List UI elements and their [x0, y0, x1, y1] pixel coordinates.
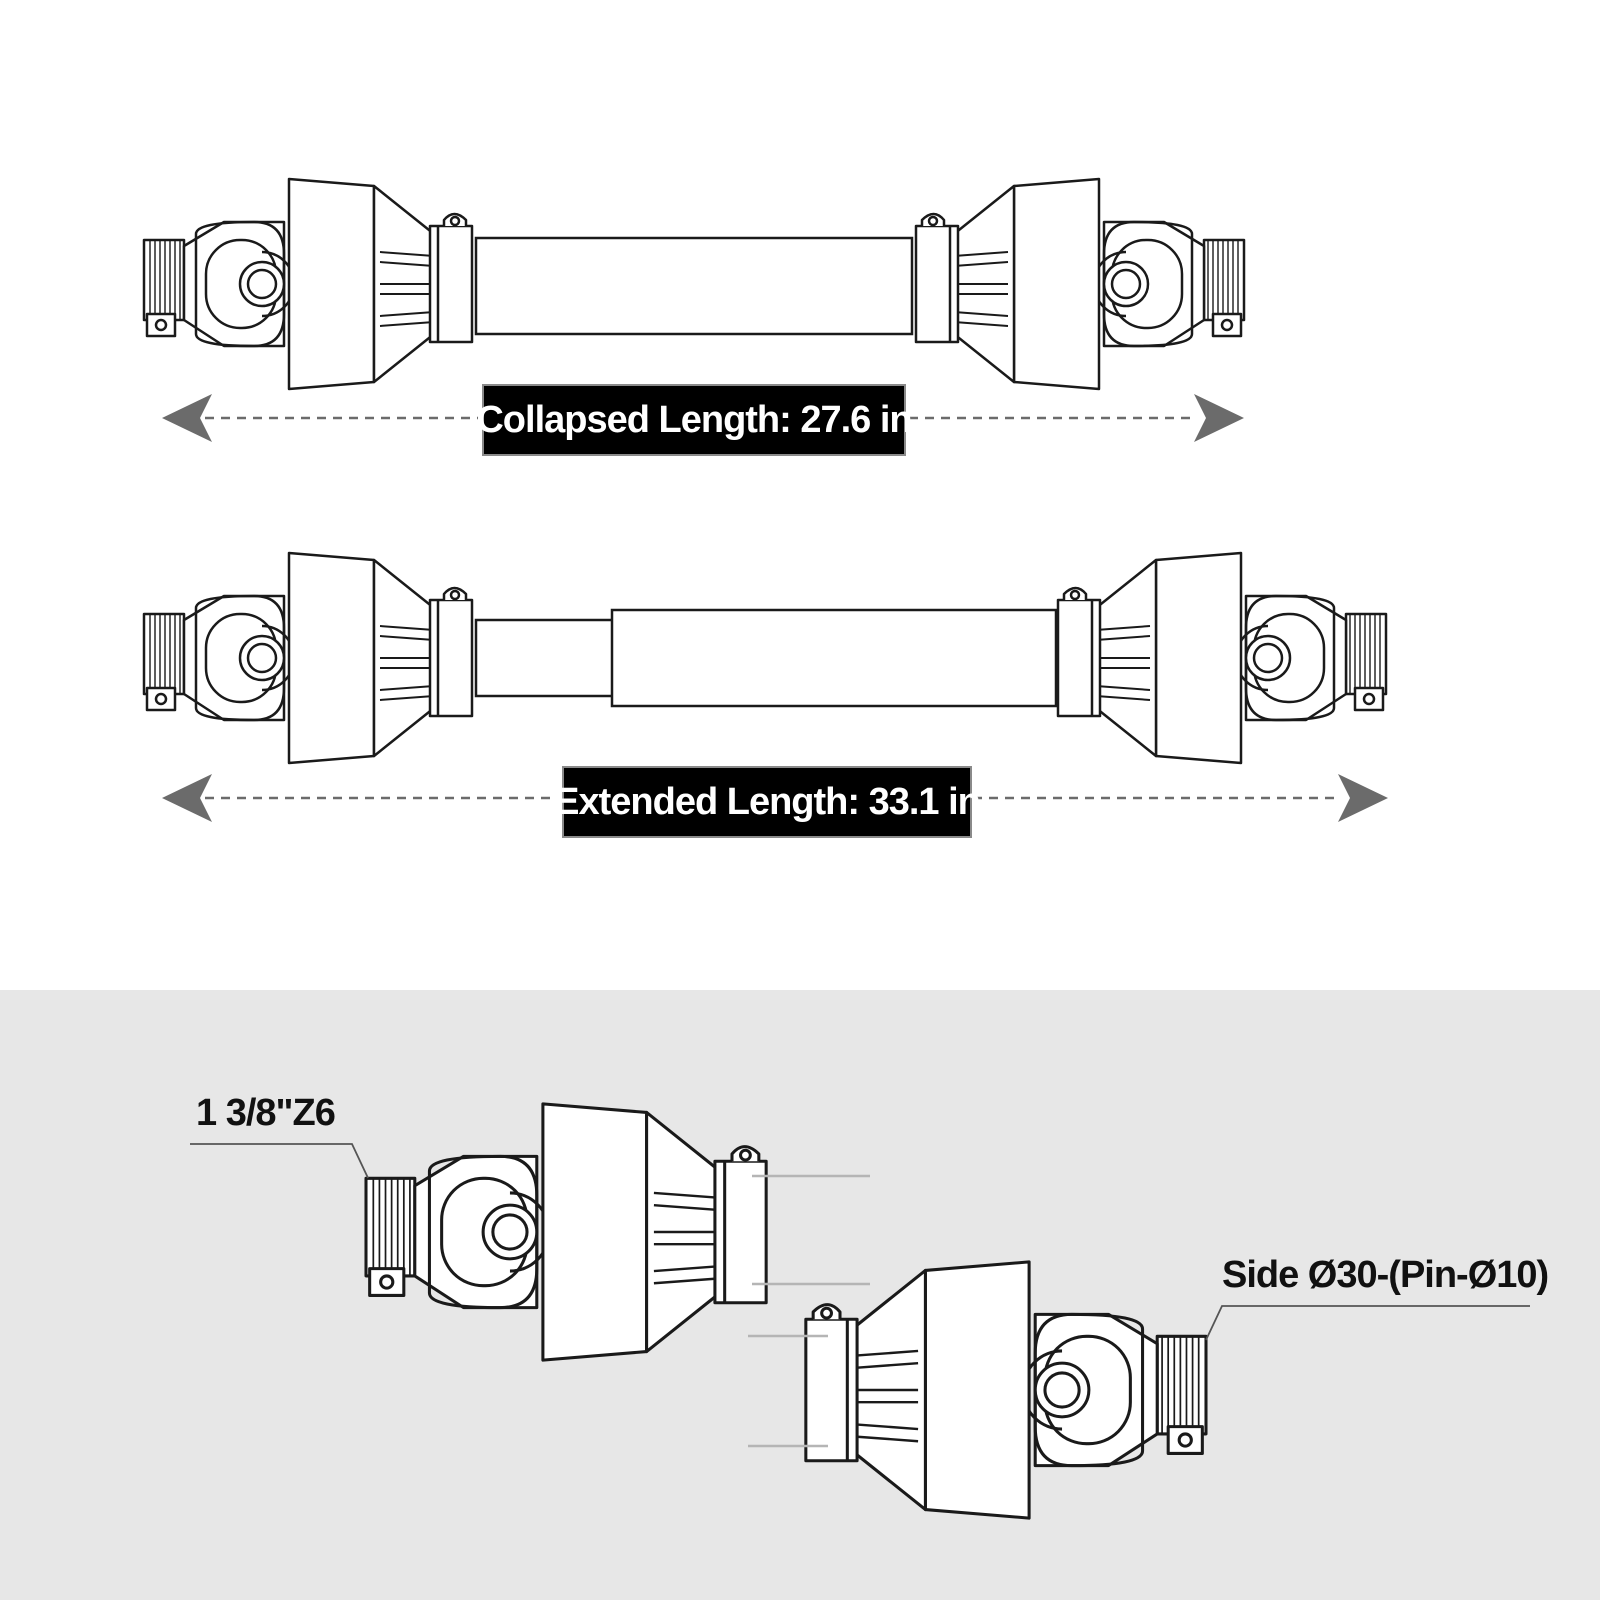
extended-outer-tube	[610, 608, 1058, 708]
extended-inner-tube	[474, 618, 618, 698]
arrowhead-left-icon	[162, 774, 212, 822]
yoke-bore-label: Side Ø30-(Pin-Ø10)	[1222, 1254, 1549, 1296]
detail-left-end	[364, 1102, 870, 1362]
yoke-callout-leader	[1205, 1305, 1530, 1341]
extended-left-end	[142, 551, 474, 765]
collapsed-length-label: Collapsed Length: 27.6 in	[476, 384, 913, 456]
spline-callout-leader	[190, 1143, 369, 1179]
arrowhead-left-icon	[162, 394, 212, 442]
extended-right-end	[1056, 551, 1388, 765]
extended-shaft	[142, 551, 1388, 765]
arrowhead-right-icon	[1194, 394, 1244, 442]
arrowhead-right-icon	[1338, 774, 1388, 822]
collapsed-left-end	[142, 177, 474, 391]
collapsed-dimension-arrow	[162, 394, 1244, 442]
extended-length-label: Extended Length: 33.1 in	[554, 766, 981, 838]
collapsed-right-end	[914, 177, 1246, 391]
collapsed-shaft	[142, 177, 1246, 391]
end-detail-panel	[0, 990, 1600, 1600]
collapsed-tube	[474, 236, 914, 336]
detail-right-end	[748, 1260, 1208, 1520]
spline-size-label: 1 3/8"Z6	[196, 1092, 336, 1134]
